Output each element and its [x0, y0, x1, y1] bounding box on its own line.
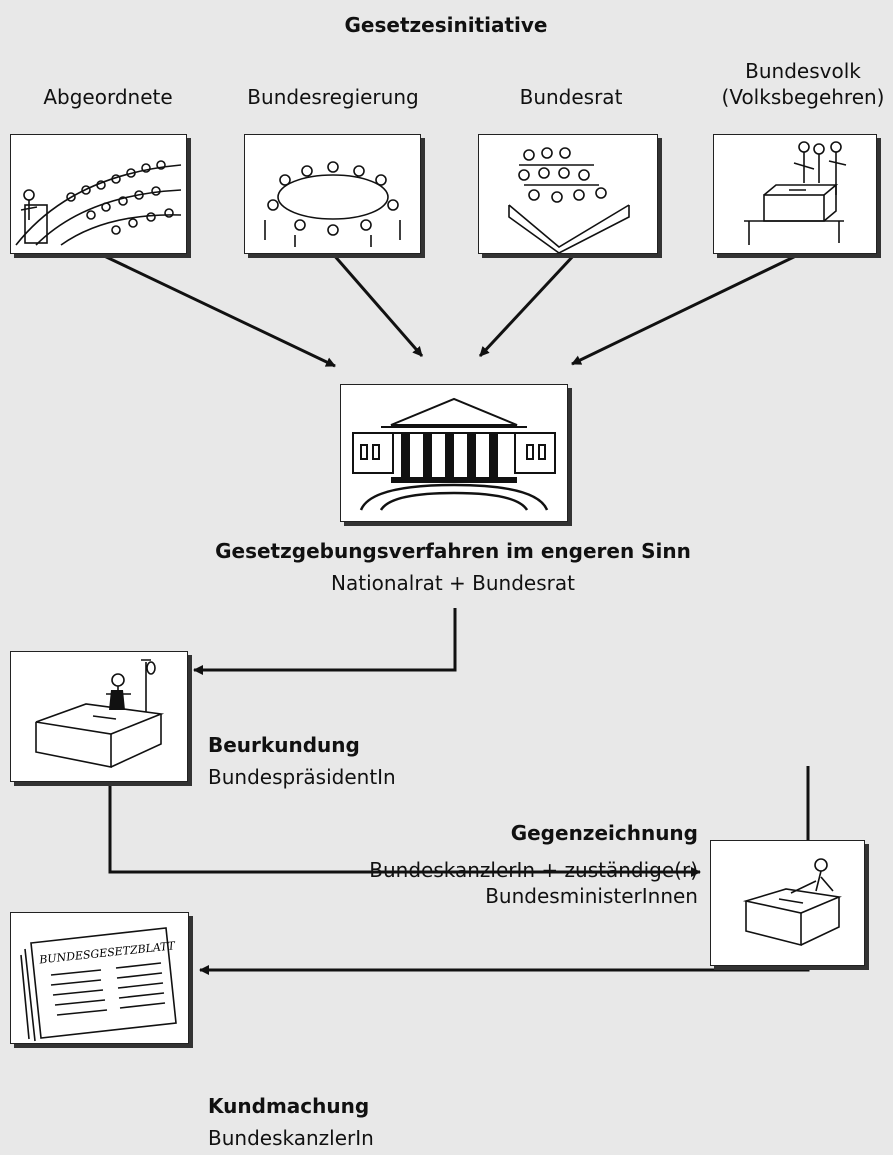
gegenzeichnung-illustration [710, 840, 865, 966]
beurkundung-title: Beurkundung [208, 733, 360, 757]
procedure-subtitle: Nationalrat + Bundesrat [331, 571, 575, 595]
arrow-bundesregierung [331, 253, 424, 357]
label-bundesregierung: Bundesregierung [247, 85, 419, 109]
procedure-title: Gesetzgebungsverfahren im engeren Sinn [215, 539, 691, 563]
beurkundung-illustration [10, 651, 188, 782]
gegenzeichnung-actor-line2: BundesministerInnen [485, 884, 698, 908]
ballot-box-icon [744, 141, 847, 245]
bundesvolk-illustration [713, 134, 877, 254]
cabinet-table-icon [264, 161, 401, 247]
bundesrat-seating-icon [508, 147, 630, 253]
gegenzeichnung-actor-line1: BundeskanzlerIn + zuständige(r) [369, 858, 698, 882]
label-abgeordnete: Abgeordnete [43, 85, 173, 109]
label-bundesvolk: Bundesvolk (Volksbegehren) [722, 58, 885, 110]
newspaper-masthead: BUNDESGESETZBLATT [38, 939, 178, 966]
parliament-seating-icon [15, 160, 182, 246]
minister-desk-icon [742, 858, 842, 947]
newspaper-icon: BUNDESGESETZBLATT [20, 927, 178, 1042]
president-desk-icon [35, 659, 165, 768]
parliament-building-icon [352, 397, 556, 511]
gegenzeichnung-title: Gegenzeichnung [510, 821, 698, 845]
label-bundesvolk-line1: Bundesvolk [745, 59, 861, 83]
arrow-bundesvolk [571, 252, 801, 366]
label-bundesrat: Bundesrat [519, 85, 623, 109]
arrow-abgeordnete [99, 252, 336, 368]
beurkundung-actor: BundespräsidentIn [208, 765, 396, 789]
diagram-title: Gesetzesinitiative [344, 13, 548, 37]
parliament-building-illustration [340, 384, 568, 522]
arrow-to-gegenzeichnung [108, 780, 701, 877]
arrow-bundesrat [478, 252, 577, 358]
bundesrat-illustration [478, 134, 658, 254]
arrow-to-kundmachung [199, 766, 810, 975]
bundesregierung-illustration [244, 134, 421, 254]
kundmachung-title: Kundmachung [208, 1094, 370, 1118]
abgeordnete-illustration [10, 134, 187, 254]
arrow-to-beurkundung [193, 608, 457, 675]
kundmachung-illustration: BUNDESGESETZBLATT [10, 912, 189, 1044]
label-bundesvolk-line2: (Volksbegehren) [721, 85, 885, 109]
kundmachung-actor: BundeskanzlerIn [208, 1126, 374, 1150]
